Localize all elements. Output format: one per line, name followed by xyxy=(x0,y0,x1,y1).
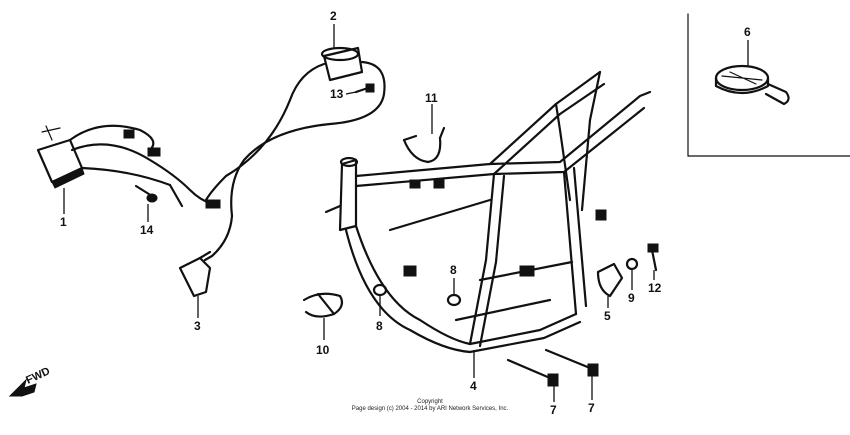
callout-1: 1 xyxy=(60,215,67,229)
callout-2: 2 xyxy=(330,9,337,23)
part-1-cdi-unit xyxy=(36,125,85,189)
inset-frame xyxy=(687,13,850,157)
leader-lines xyxy=(63,24,749,402)
part-2-ignition-coil xyxy=(203,46,386,262)
fwd-arrow: FWD xyxy=(8,365,52,397)
callout-3: 3 xyxy=(194,319,201,333)
part-11-clamp xyxy=(402,126,446,164)
part-5-bracket xyxy=(596,262,624,298)
callout-6: 6 xyxy=(744,25,751,39)
part-7-bolt-b xyxy=(544,348,599,377)
callout-4: 4 xyxy=(470,379,477,393)
copyright-line-2: Page design (c) 2004 - 2014 by ARI Netwo… xyxy=(351,406,509,412)
copyright-notice: Copyright Page design (c) 2004 - 2014 by… xyxy=(330,399,530,413)
wiring-harness xyxy=(68,124,221,209)
part-14-bolt xyxy=(134,184,158,203)
part-9-washer xyxy=(625,257,639,271)
part-7-bolt-a xyxy=(506,358,559,387)
part-13-bolt xyxy=(354,83,375,94)
callout-13: 13 xyxy=(330,87,344,101)
callout-5: 5 xyxy=(604,309,611,323)
part-10-clamp xyxy=(302,292,344,318)
fwd-label: FWD xyxy=(24,365,52,386)
part-12-bolt xyxy=(647,243,659,272)
callout-14: 14 xyxy=(140,223,154,237)
callout-7b: 7 xyxy=(588,401,595,415)
callout-8a: 8 xyxy=(376,319,383,333)
callout-labels: 1 2 3 4 5 6 7 7 8 8 9 10 11 12 13 14 xyxy=(60,9,751,417)
callout-8b: 8 xyxy=(450,263,457,277)
part-6-knob xyxy=(714,64,790,106)
callout-9: 9 xyxy=(628,291,635,305)
part-4-frame xyxy=(324,70,652,354)
part-3-plug-cap xyxy=(178,250,212,298)
callout-11: 11 xyxy=(425,91,438,105)
callout-10: 10 xyxy=(316,343,330,357)
part-8-nut-b xyxy=(446,293,462,307)
callout-12: 12 xyxy=(648,281,662,295)
copyright-line-1: Copyright xyxy=(417,399,443,405)
callout-7a: 7 xyxy=(550,403,557,417)
